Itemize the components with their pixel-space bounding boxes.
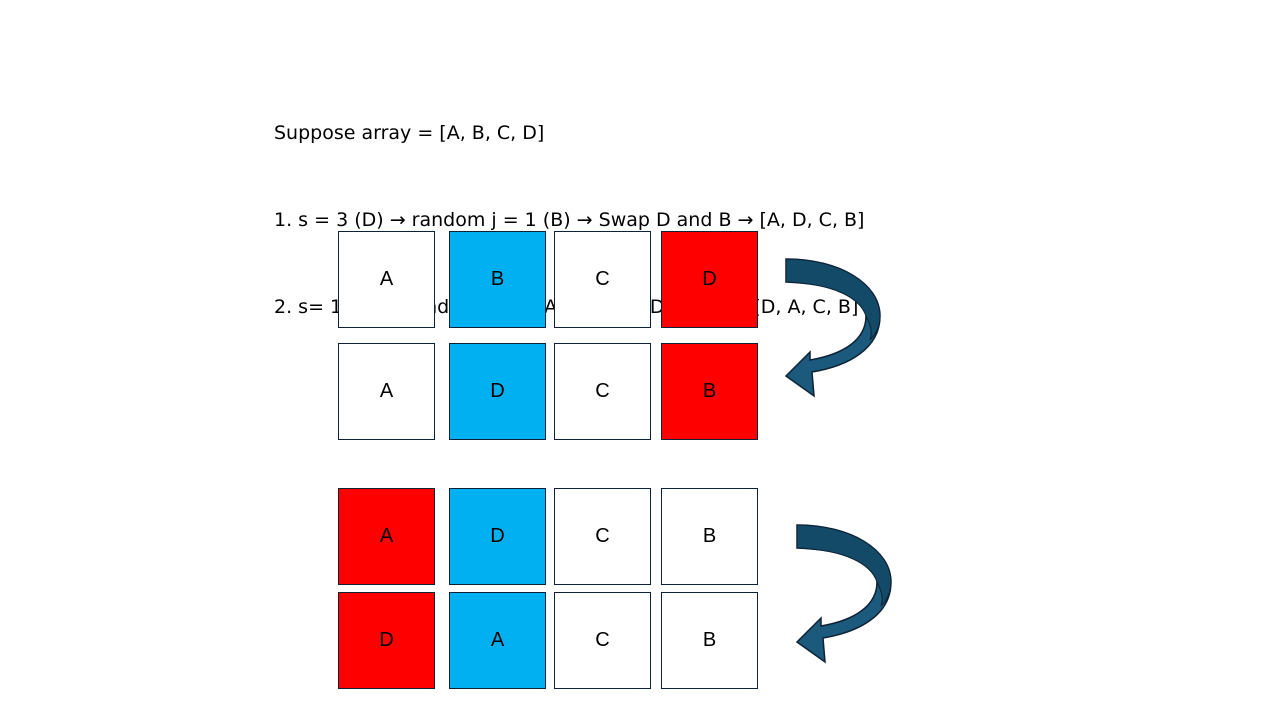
curved-arrow-top-face xyxy=(785,258,881,341)
array-row-2: A D C B xyxy=(338,343,760,440)
array-cell: A xyxy=(338,231,435,328)
array-cell: C xyxy=(554,592,651,689)
array-cell: D xyxy=(661,231,758,328)
curved-arrow-icon xyxy=(795,524,892,664)
array-cell: C xyxy=(554,343,651,440)
array-cell: A xyxy=(338,343,435,440)
array-cell: C xyxy=(554,231,651,328)
array-cell: B xyxy=(661,343,758,440)
description-line-step-1: 1. s = 3 (D) → random j = 1 (B) → Swap D… xyxy=(274,209,865,231)
array-cell: B xyxy=(661,488,758,585)
array-cell: B xyxy=(661,592,758,689)
array-cell: D xyxy=(449,343,546,440)
array-cell: B xyxy=(449,231,546,328)
description-text: Suppose array = [A, B, C, D] 1. s = 3 (D… xyxy=(274,61,864,351)
array-cell: D xyxy=(338,592,435,689)
array-cell: C xyxy=(554,488,651,585)
array-row-1: A B C D xyxy=(338,231,760,328)
description-line-intro: Suppose array = [A, B, C, D] xyxy=(274,122,545,144)
array-row-4: D A C B xyxy=(338,592,760,689)
array-cell: D xyxy=(449,488,546,585)
curved-arrow-top-face xyxy=(796,524,892,607)
array-cell: A xyxy=(449,592,546,689)
array-cell: A xyxy=(338,488,435,585)
curved-arrow-icon xyxy=(784,258,881,398)
array-row-3: A D C B xyxy=(338,488,760,585)
